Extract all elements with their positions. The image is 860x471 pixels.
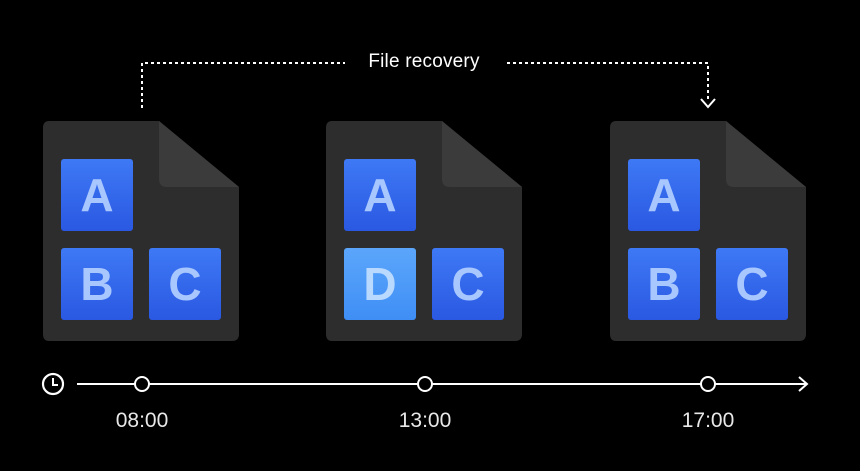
data-block: A xyxy=(344,159,416,231)
timeline-marker xyxy=(417,376,433,392)
data-block-changed: D xyxy=(344,248,416,320)
time-label: 08:00 xyxy=(115,409,169,432)
arrow-right-icon xyxy=(798,376,809,392)
data-block: B xyxy=(61,248,133,320)
data-block: B xyxy=(628,248,700,320)
data-block: C xyxy=(432,248,504,320)
recovery-arrowhead-icon xyxy=(700,98,716,109)
recovery-label: File recovery xyxy=(368,51,480,72)
file-version-1700: A B C xyxy=(610,121,806,341)
clock-icon xyxy=(41,372,65,396)
data-block: A xyxy=(61,159,133,231)
file-version-0800: A B C xyxy=(43,121,239,341)
recovery-dashed-path xyxy=(141,62,709,108)
timeline-marker xyxy=(134,376,150,392)
data-block: A xyxy=(628,159,700,231)
time-label: 17:00 xyxy=(681,409,735,432)
timeline-marker xyxy=(700,376,716,392)
time-label: 13:00 xyxy=(398,409,452,432)
file-version-1300: A D C xyxy=(326,121,522,341)
data-block: C xyxy=(716,248,788,320)
data-block: C xyxy=(149,248,221,320)
